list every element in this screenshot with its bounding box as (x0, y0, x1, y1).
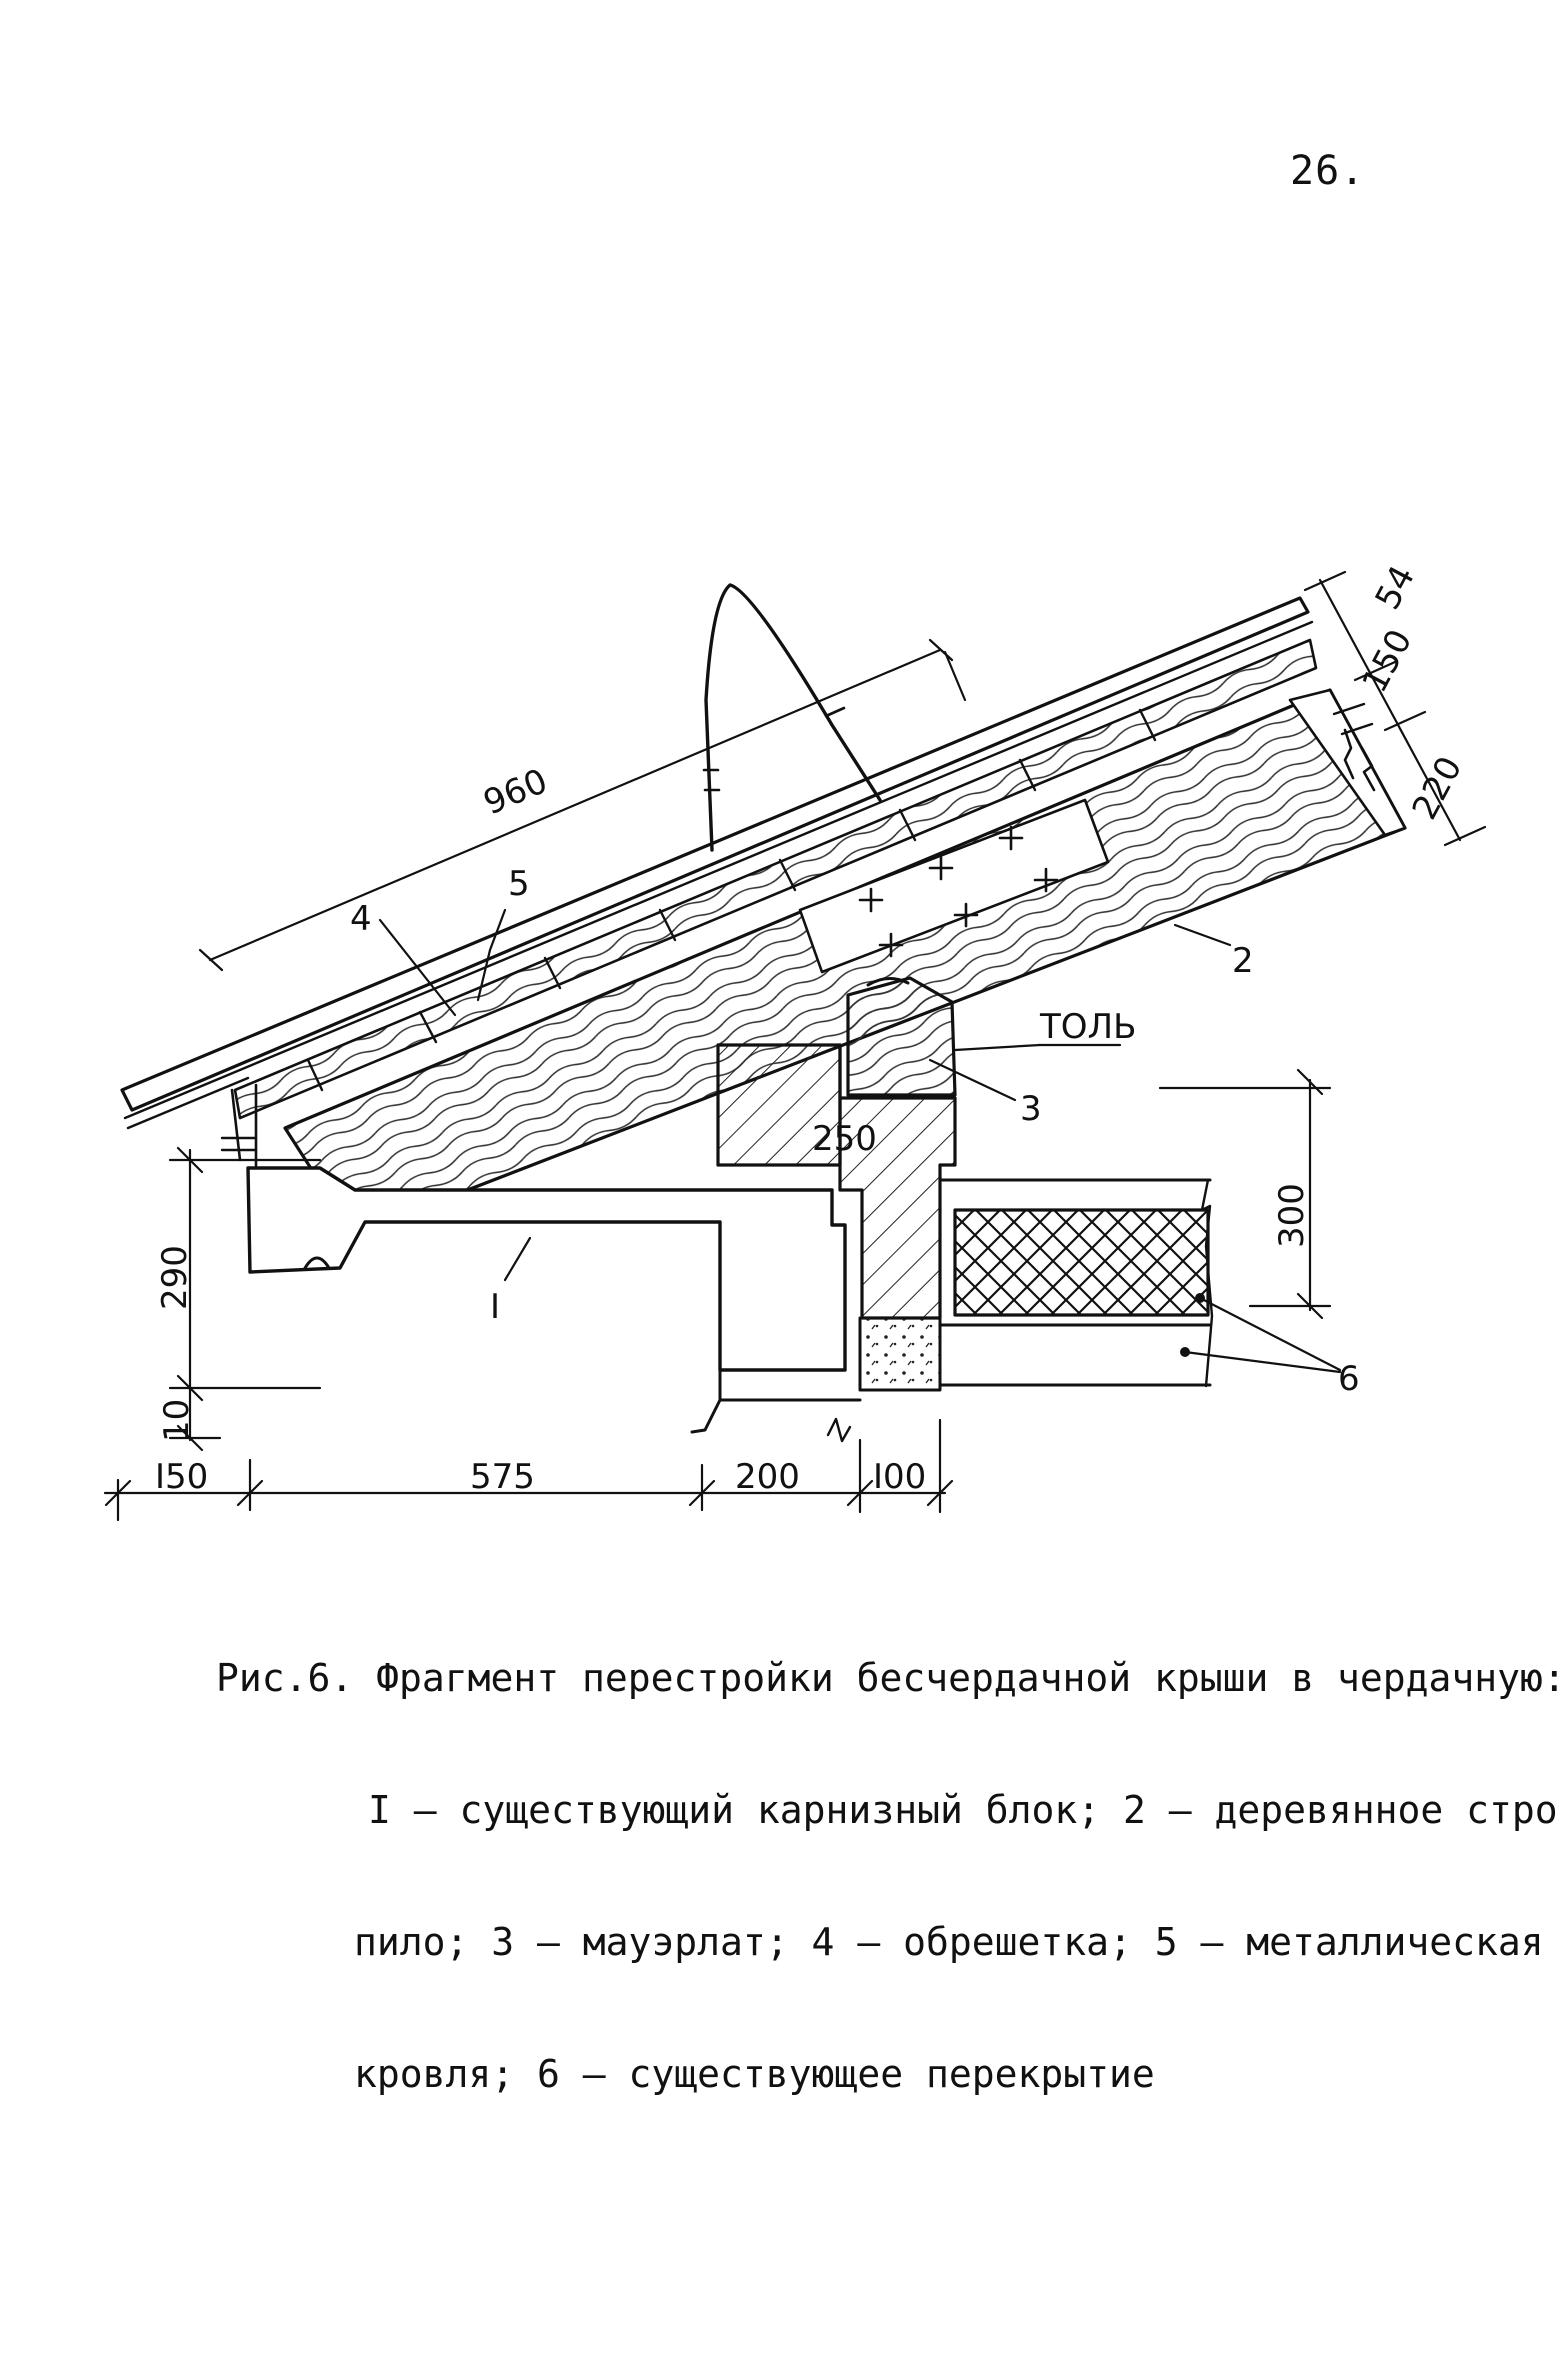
callout-5: 5 (508, 864, 530, 904)
leader-4 (378, 918, 457, 1017)
caption-legend-line-1: I – существующий карнизный блок; 2 – дер… (368, 1788, 1560, 1832)
figure-caption: Рис.6. Фрагмент перестройки бесчердачной… (216, 1568, 1560, 2140)
dim-150: 150 (1355, 623, 1421, 699)
callout-6: 6 (1338, 1359, 1360, 1399)
eave-block (246, 1166, 847, 1372)
leader-5 (476, 908, 507, 1002)
leader-tol (953, 1043, 1122, 1052)
caption-legend-line-3: кровля; 6 – существующее перекрытие (354, 2052, 1155, 2096)
dim-220: 220 (1405, 750, 1471, 826)
leader-i (503, 1236, 532, 1282)
caption-legend-line-2: пило; 3 – мауэрлат; 4 – обрешетка; 5 – м… (354, 1920, 1544, 1964)
dim-10: 10 (157, 1399, 197, 1442)
wall-plate (846, 976, 957, 1097)
dim-bottom-200: 200 (735, 1457, 800, 1497)
leader-6 (1183, 1296, 1342, 1374)
lathing-boards (233, 638, 1318, 1120)
callout-i: I (490, 1287, 500, 1327)
page-number: 26. (1290, 148, 1366, 194)
dim-960: 960 (478, 761, 553, 823)
callout-4: 4 (350, 899, 372, 939)
dim-250: 250 (812, 1119, 877, 1159)
dim-bottom-150: I50 (155, 1457, 208, 1497)
callout-tol: ТОЛЬ (1039, 1007, 1136, 1047)
concrete-filling (858, 1316, 942, 1392)
nail-crosses (858, 825, 1059, 958)
dim-bottom-575: 575 (470, 1457, 535, 1497)
leader-3 (928, 1058, 1017, 1102)
floor-insulation (953, 1208, 1210, 1317)
callout-2: 2 (1232, 941, 1254, 981)
dim-300: 300 (1272, 1183, 1312, 1248)
callout-3: 3 (1020, 1089, 1042, 1129)
metal-roofing (120, 596, 1310, 1112)
leader-2 (1173, 923, 1232, 947)
roof-section-drawing: 960 150 54 220 250 300 290 10 I50 575 20… (103, 559, 1487, 1522)
dim-bottom-100: I00 (873, 1457, 926, 1497)
caption-title: Рис.6. Фрагмент перестройки бесчердачной… (216, 1656, 1560, 1700)
dim-54: 54 (1368, 559, 1424, 616)
wire-tie (704, 583, 882, 852)
dim-290: 290 (155, 1245, 195, 1310)
